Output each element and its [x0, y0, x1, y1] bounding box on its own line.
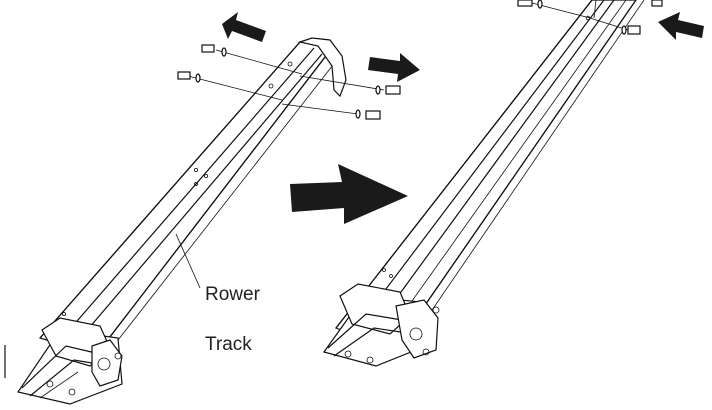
left-hardware	[177, 44, 401, 120]
arrow-right-icon	[368, 53, 420, 82]
arrow-left-icon	[222, 12, 266, 42]
rower-track-label: Rower Track	[205, 257, 260, 382]
right-hardware	[517, 0, 663, 35]
label-line-1: Rower	[205, 284, 260, 305]
rower-track-left	[4, 37, 347, 405]
label-leader-line	[175, 233, 201, 289]
arrow-big-right-icon	[290, 164, 408, 224]
arrow-left-icon	[658, 12, 704, 40]
rower-track-right	[323, 0, 645, 367]
label-line-2: Track	[205, 334, 252, 355]
